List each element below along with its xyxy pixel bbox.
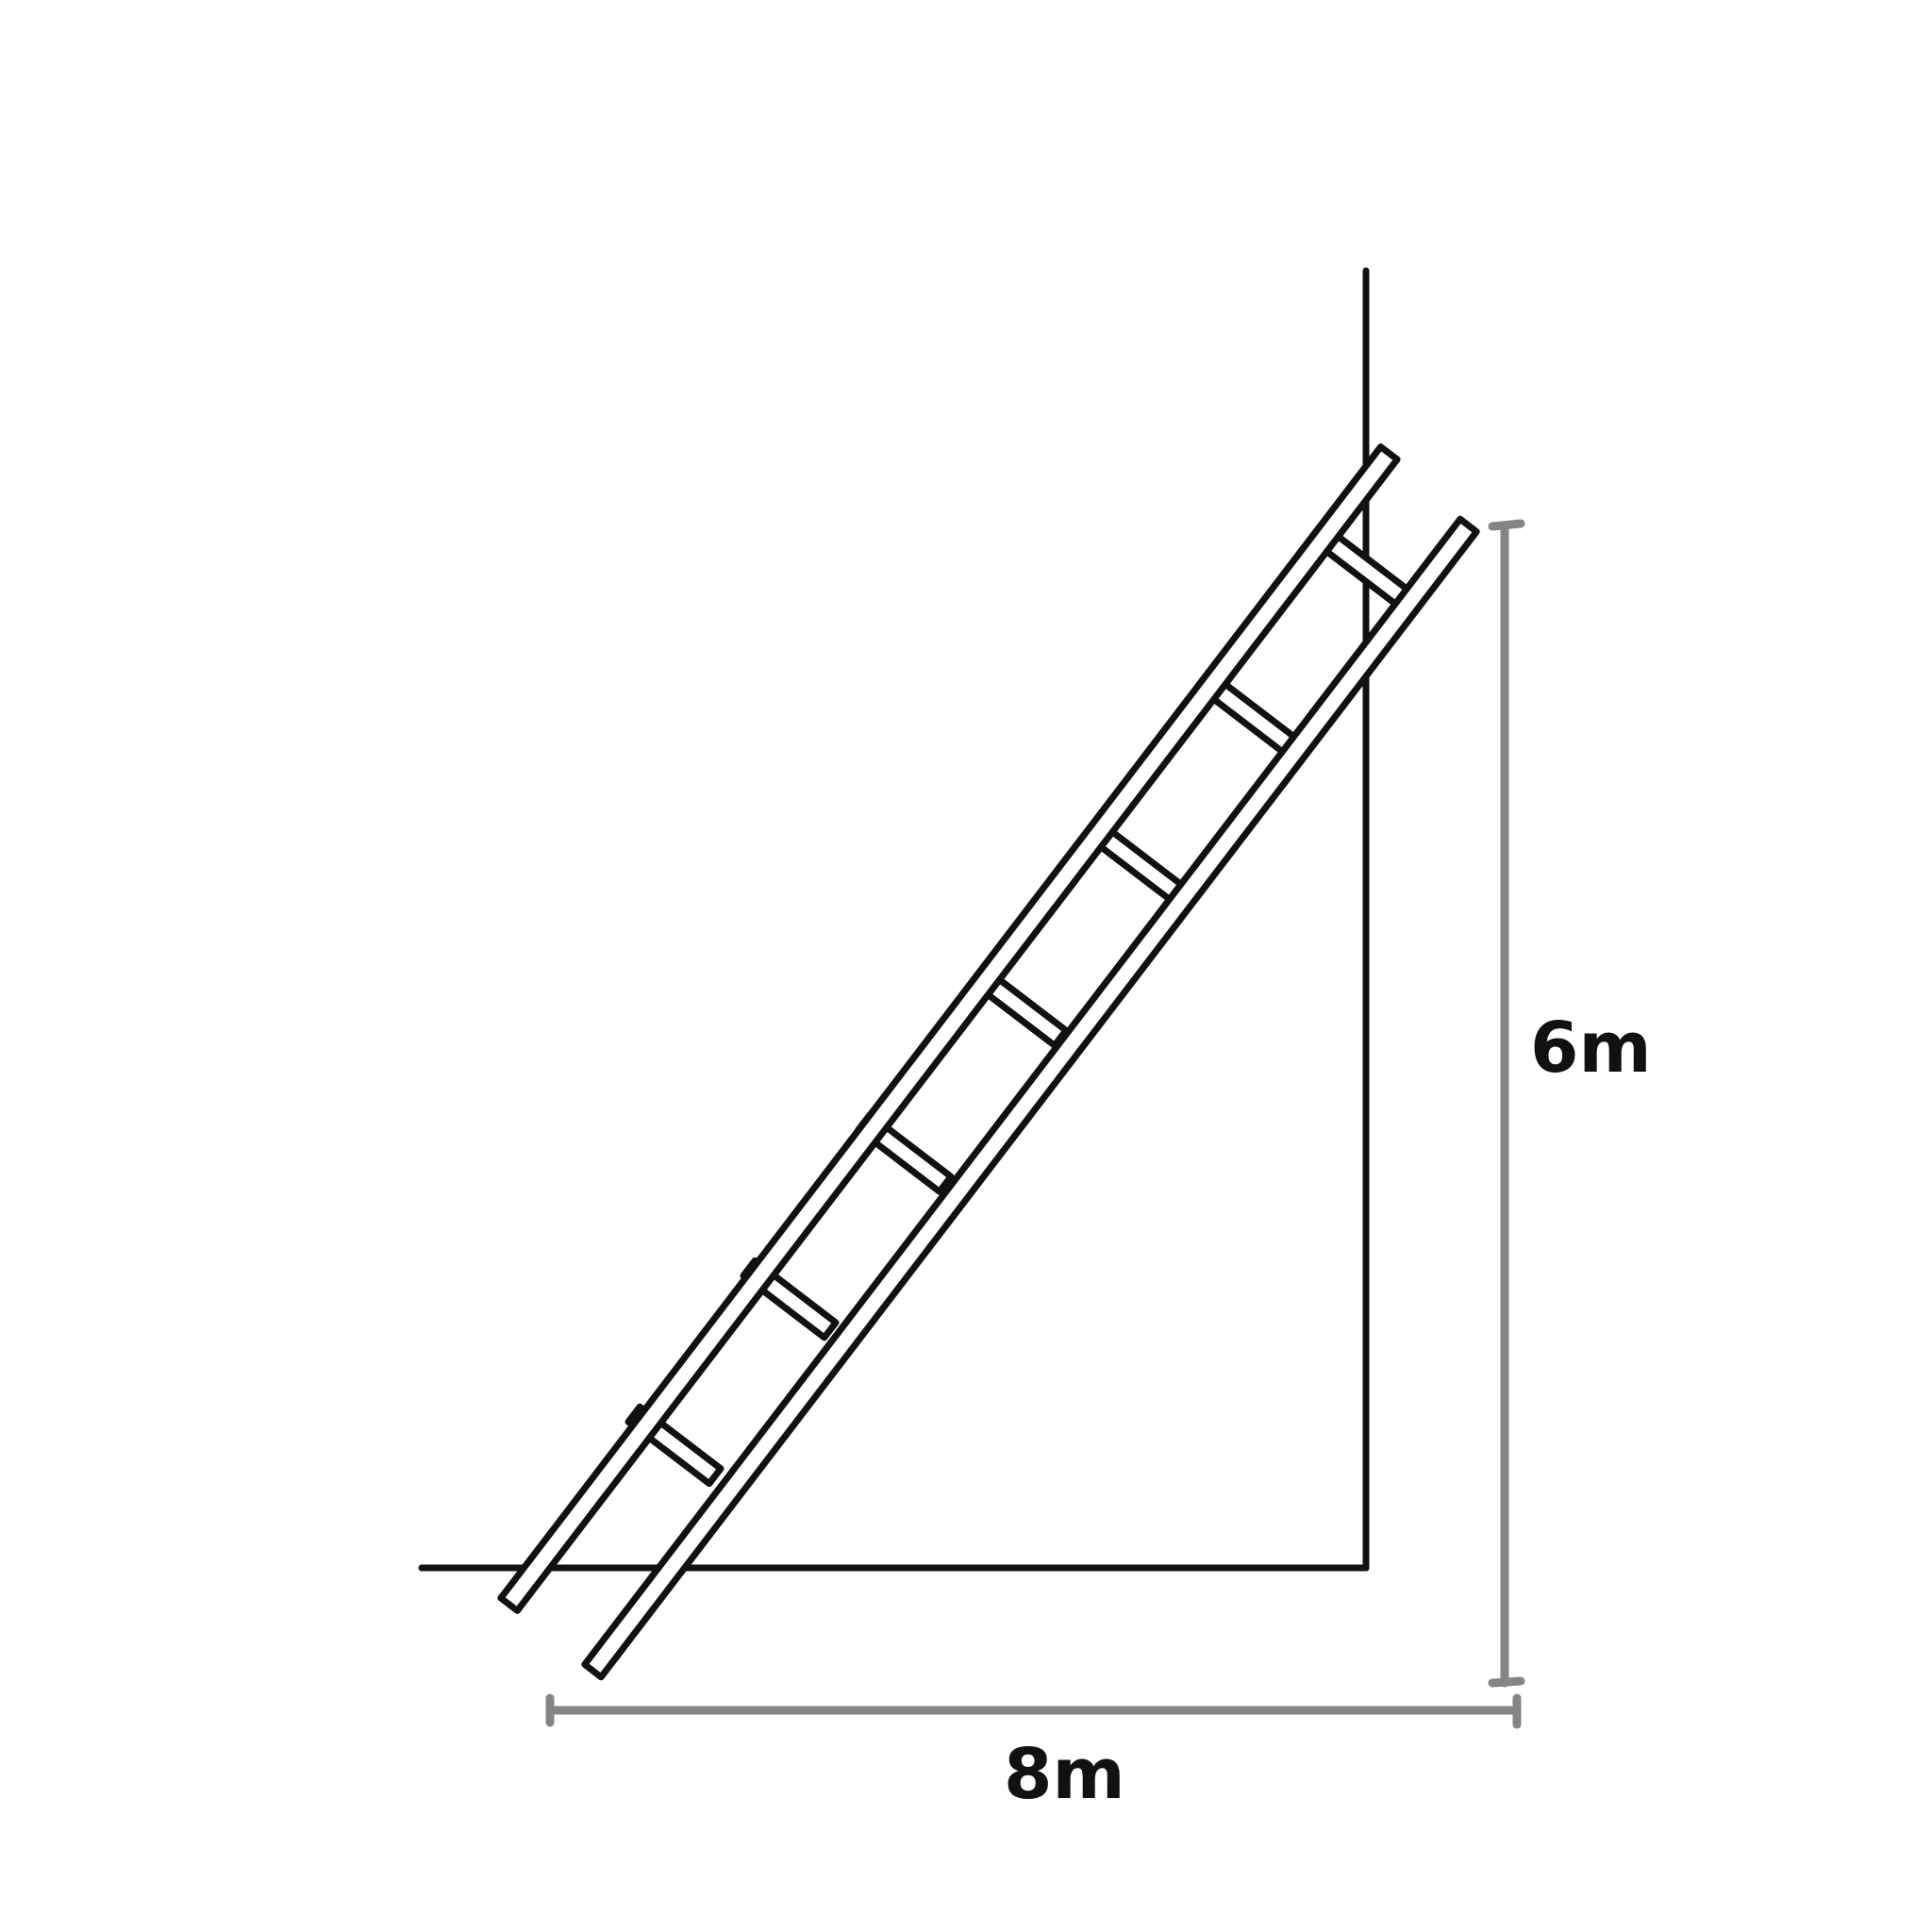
ladder xyxy=(497,443,1480,1681)
dimension-lines xyxy=(545,519,1525,1729)
wall-ground-lines xyxy=(418,267,1370,1572)
height-dimension-top-tick xyxy=(1488,519,1525,531)
base-label: 8m xyxy=(1004,1734,1125,1815)
ladder-left-rail xyxy=(497,443,1401,1614)
height-dimension-bottom-tick xyxy=(1488,1676,1525,1688)
ladder-right-rail xyxy=(581,515,1480,1681)
height-label: 6m xyxy=(1530,1008,1652,1089)
